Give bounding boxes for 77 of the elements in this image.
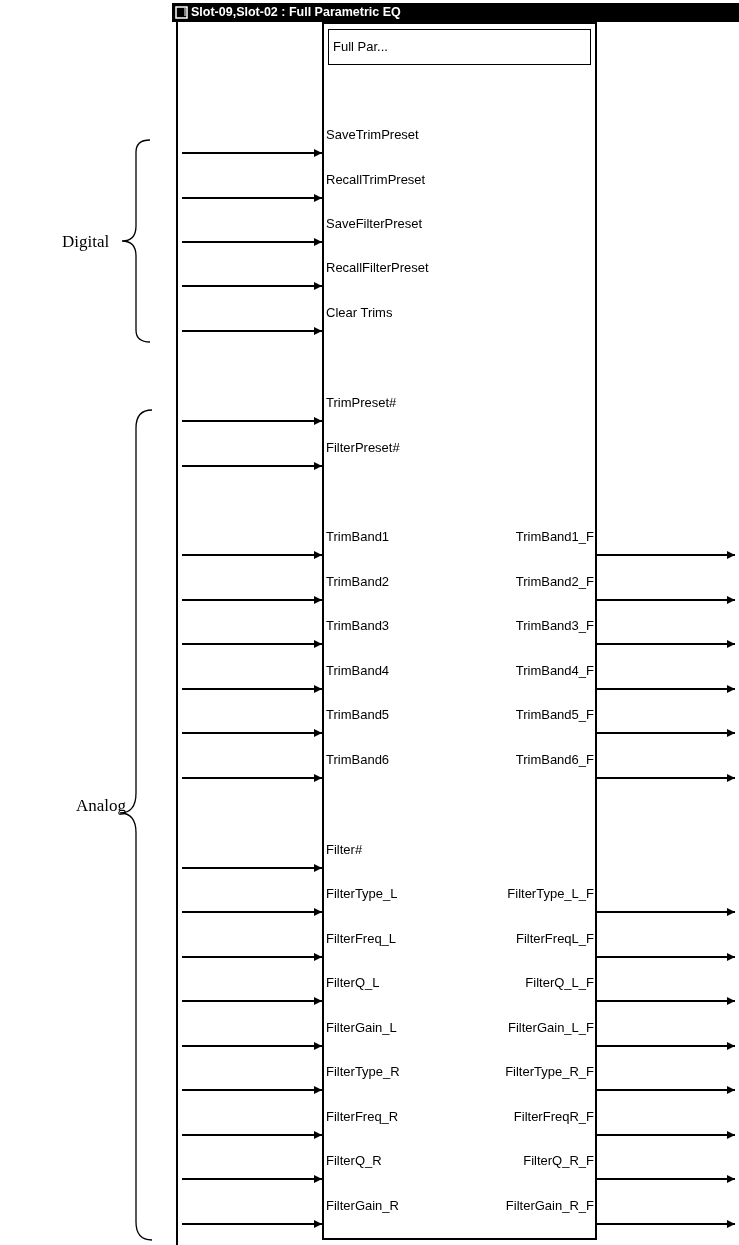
group-label: Digital: [62, 231, 110, 253]
arrow: [181, 238, 323, 246]
signal-name: FilterPreset#: [322, 440, 457, 468]
signal-name: FilterQ_L: [322, 975, 457, 1003]
signal-name: TrimBand4_F: [462, 663, 597, 691]
signal-name: FilterType_L_F: [462, 886, 597, 914]
signal-name: TrimBand4: [322, 663, 457, 691]
signal-name: TrimBand1: [322, 529, 457, 557]
arrow: [181, 1086, 323, 1094]
arrow: [596, 640, 736, 648]
signal-name: TrimBand5_F: [462, 707, 597, 735]
arrow: [596, 551, 736, 559]
arrow: [181, 1131, 323, 1139]
signal-name: RecallFilterPreset: [322, 260, 457, 288]
arrow: [181, 596, 323, 604]
signal-name: TrimBand5: [322, 707, 457, 735]
signal-name: FilterQ_R_F: [462, 1153, 597, 1181]
signal-name: FilterFreq_L: [322, 931, 457, 959]
arrow: [181, 282, 323, 290]
arrow: [596, 685, 736, 693]
group-label: Analog: [76, 795, 127, 817]
signal-name: FilterGain_R: [322, 1198, 457, 1226]
signal-name: TrimBand6_F: [462, 752, 597, 780]
signal-name: FilterType_R_F: [462, 1064, 597, 1092]
signal-name: RecallTrimPreset: [322, 172, 457, 200]
signal-name: Clear Trims: [322, 305, 457, 333]
signal-name: FilterQ_R: [322, 1153, 457, 1181]
arrow: [181, 1175, 323, 1183]
arrow: [181, 774, 323, 782]
arrow: [596, 953, 736, 961]
arrow: [181, 194, 323, 202]
signal-name: SaveFilterPreset: [322, 216, 457, 244]
signal-name: FilterQ_L_F: [462, 975, 597, 1003]
arrow: [181, 551, 323, 559]
arrow: [181, 908, 323, 916]
symbol-name: Full Par...: [328, 29, 591, 65]
signal-name: FilterFreq_R: [322, 1109, 457, 1137]
signal-name: FilterGain_L_F: [462, 1020, 597, 1048]
signal-name: FilterGain_R_F: [462, 1198, 597, 1226]
arrow: [596, 908, 736, 916]
arrow: [181, 417, 323, 425]
signal-name: TrimBand3: [322, 618, 457, 646]
signal-name: Filter#: [322, 842, 457, 870]
signal-name: TrimBand2_F: [462, 574, 597, 602]
arrow: [596, 1131, 736, 1139]
arrow: [596, 774, 736, 782]
signal-name: TrimPreset#: [322, 395, 457, 423]
signal-name: FilterFreqR_F: [462, 1109, 597, 1137]
signal-name: FilterGain_L: [322, 1020, 457, 1048]
arrow: [181, 640, 323, 648]
arrow: [596, 1175, 736, 1183]
signal-name: SaveTrimPreset: [322, 127, 457, 155]
arrow: [181, 953, 323, 961]
arrow: [596, 1042, 736, 1050]
signal-name: TrimBand6: [322, 752, 457, 780]
arrow: [181, 685, 323, 693]
arrow: [596, 1220, 736, 1228]
signal-name: FilterType_L: [322, 886, 457, 914]
signal-name: TrimBand3_F: [462, 618, 597, 646]
arrow: [596, 729, 736, 737]
signal-name: TrimBand1_F: [462, 529, 597, 557]
signal-name: TrimBand2: [322, 574, 457, 602]
arrow: [596, 596, 736, 604]
arrow: [181, 729, 323, 737]
signal-name: FilterType_R: [322, 1064, 457, 1092]
arrow: [596, 997, 736, 1005]
arrow: [181, 1220, 323, 1228]
arrow: [596, 1086, 736, 1094]
arrow: [181, 327, 323, 335]
arrow: [181, 864, 323, 872]
arrow: [181, 1042, 323, 1050]
arrow: [181, 149, 323, 157]
signal-name: FilterFreqL_F: [462, 931, 597, 959]
arrow: [181, 997, 323, 1005]
window-title: Slot-09,Slot-02 : Full Parametric EQ: [191, 4, 401, 21]
arrow: [181, 462, 323, 470]
symbol-box: [322, 22, 597, 1240]
